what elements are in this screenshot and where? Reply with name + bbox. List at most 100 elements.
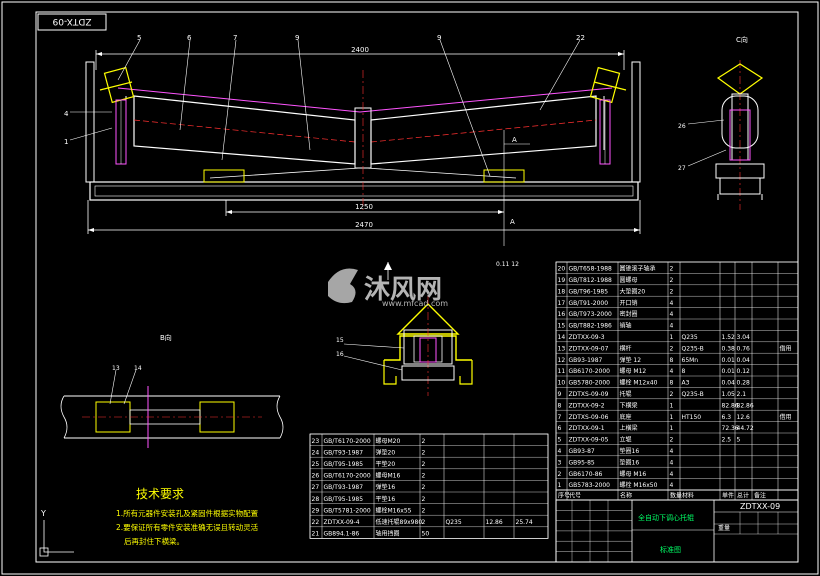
table-cell: 8: [558, 402, 562, 409]
table-cell: 23: [312, 438, 320, 445]
table-cell: GB/T882-1986: [569, 323, 613, 330]
table-cell: 0.04: [737, 357, 751, 364]
label-4: 4: [64, 110, 69, 118]
section-view: 15 16: [336, 262, 473, 396]
table-cell: GB/T5781-2000: [324, 507, 371, 514]
table-cell: 圆螺母: [620, 276, 638, 284]
table-cell: 平垫20: [376, 460, 396, 468]
table-cell: GB/T812-1988: [569, 277, 613, 284]
table-cell: 22: [312, 519, 320, 526]
table-cell: 24: [312, 449, 320, 456]
notes-title: 技术要求: [136, 487, 184, 501]
title-block: 序号代号名称数量材料单件总计备注全自动下调心托辊ZDTXX-09标准图重量: [555, 489, 799, 563]
section-mark-bottom: A: [510, 218, 515, 226]
table-cell: GB/T6170-2000: [324, 473, 371, 480]
label-13: 13: [112, 365, 120, 372]
table-cell: ZDTXX-09-1: [569, 425, 605, 432]
table-cell: 8: [682, 368, 686, 375]
axis-y-label: Y: [40, 509, 46, 518]
table-cell: GB/T93-1987: [324, 449, 364, 456]
table-cell: 0.38: [722, 345, 736, 352]
table-cell: 弹垫 12: [620, 356, 642, 364]
table-cell: GB5783-2000: [569, 482, 611, 489]
table-cell: 82.86: [737, 402, 754, 409]
table-cell: 4: [670, 482, 674, 489]
table-cell: 2: [422, 449, 426, 456]
table-cell: 销轴: [620, 322, 632, 330]
table-cell: 2: [670, 277, 674, 284]
table-cell: 大垫圈20: [620, 287, 646, 295]
table-cell: 借用: [780, 413, 792, 421]
table-cell: ZDTXX-09-3: [569, 334, 605, 341]
table-cell: 7: [558, 414, 562, 421]
label-7: 7: [233, 34, 237, 42]
table-cell: GB/T658-1988: [569, 266, 613, 273]
drawing-subtitle: 标准图: [660, 545, 681, 554]
table-cell: 19: [558, 277, 566, 284]
table-cell: 1.52: [722, 334, 736, 341]
header-cell: 序号: [558, 492, 570, 500]
label-16: 16: [336, 351, 344, 358]
table-cell: Q235-B: [682, 391, 704, 398]
table-cell: 垫圈16: [620, 458, 640, 466]
code-box-text: ZDTX-09: [52, 16, 91, 26]
table-cell: 8: [670, 380, 674, 387]
table-cell: 螺栓 M16x50: [620, 481, 658, 489]
table-cell: 18: [558, 288, 566, 295]
code-box: [37, 13, 107, 31]
table-cell: Q235: [682, 334, 698, 341]
header-cell: 备注: [754, 492, 766, 500]
table-cell: 2: [422, 507, 426, 514]
table-cell: 2: [422, 461, 426, 468]
label-14: 14: [134, 365, 142, 372]
table-cell: 25.74: [516, 519, 533, 526]
table-cell: 15: [558, 323, 566, 330]
header-cell: 代号: [569, 492, 581, 500]
table-cell: 21: [312, 531, 320, 538]
table-cell: 0.01: [722, 368, 736, 375]
table-cell: Q235-B: [682, 345, 704, 352]
table-cell: 螺栓M16x55: [376, 506, 412, 514]
table-cell: 28: [312, 496, 320, 503]
table-cell: 螺母 M12: [620, 367, 647, 375]
label-6: 6: [187, 34, 192, 42]
table-cell: 14: [558, 334, 566, 341]
watermark-url: www.mfcad.com: [382, 299, 448, 308]
table-cell: GB/T973-2000: [569, 311, 613, 318]
table-cell: 1: [670, 425, 674, 432]
table-cell: GB/T95-1985: [324, 496, 364, 503]
table-cell: 17: [558, 300, 566, 307]
table-cell: 4: [670, 448, 674, 455]
table-cell: 0.04: [722, 380, 736, 387]
table-cell: 16: [558, 311, 566, 318]
table-cell: 2: [422, 484, 426, 491]
table-cell: GB/T6170-2000: [324, 438, 371, 445]
label-5: 5: [137, 34, 141, 42]
header-cell: 材料: [682, 492, 694, 500]
table-cell: 2: [670, 345, 674, 352]
b-view: B向 13 14: [60, 333, 284, 448]
table-cell: 底座: [620, 413, 632, 421]
header-cell: 数量: [670, 492, 682, 500]
header-cell: 名称: [620, 492, 632, 500]
table-cell: 横杆: [620, 344, 632, 352]
table-cell: 螺母M16: [376, 472, 401, 480]
table-cell: 2: [670, 288, 674, 295]
table-cell: 1: [670, 334, 674, 341]
ucs-icon: Y: [39, 509, 74, 557]
table-cell: 2.1: [737, 391, 747, 398]
watermark-cn: 沐风网: [364, 275, 442, 305]
table-cell: GB894.1-86: [324, 531, 360, 538]
table-cell: 65Mn: [682, 357, 699, 364]
dim-small: 0.11 12: [496, 261, 519, 268]
label-27: 27: [678, 165, 686, 172]
header-cell: 单件: [722, 492, 734, 500]
label-9b: 9: [437, 34, 441, 42]
table-cell: 0.76: [737, 345, 751, 352]
table-cell: 5: [737, 437, 741, 444]
table-cell: 4: [670, 323, 674, 330]
